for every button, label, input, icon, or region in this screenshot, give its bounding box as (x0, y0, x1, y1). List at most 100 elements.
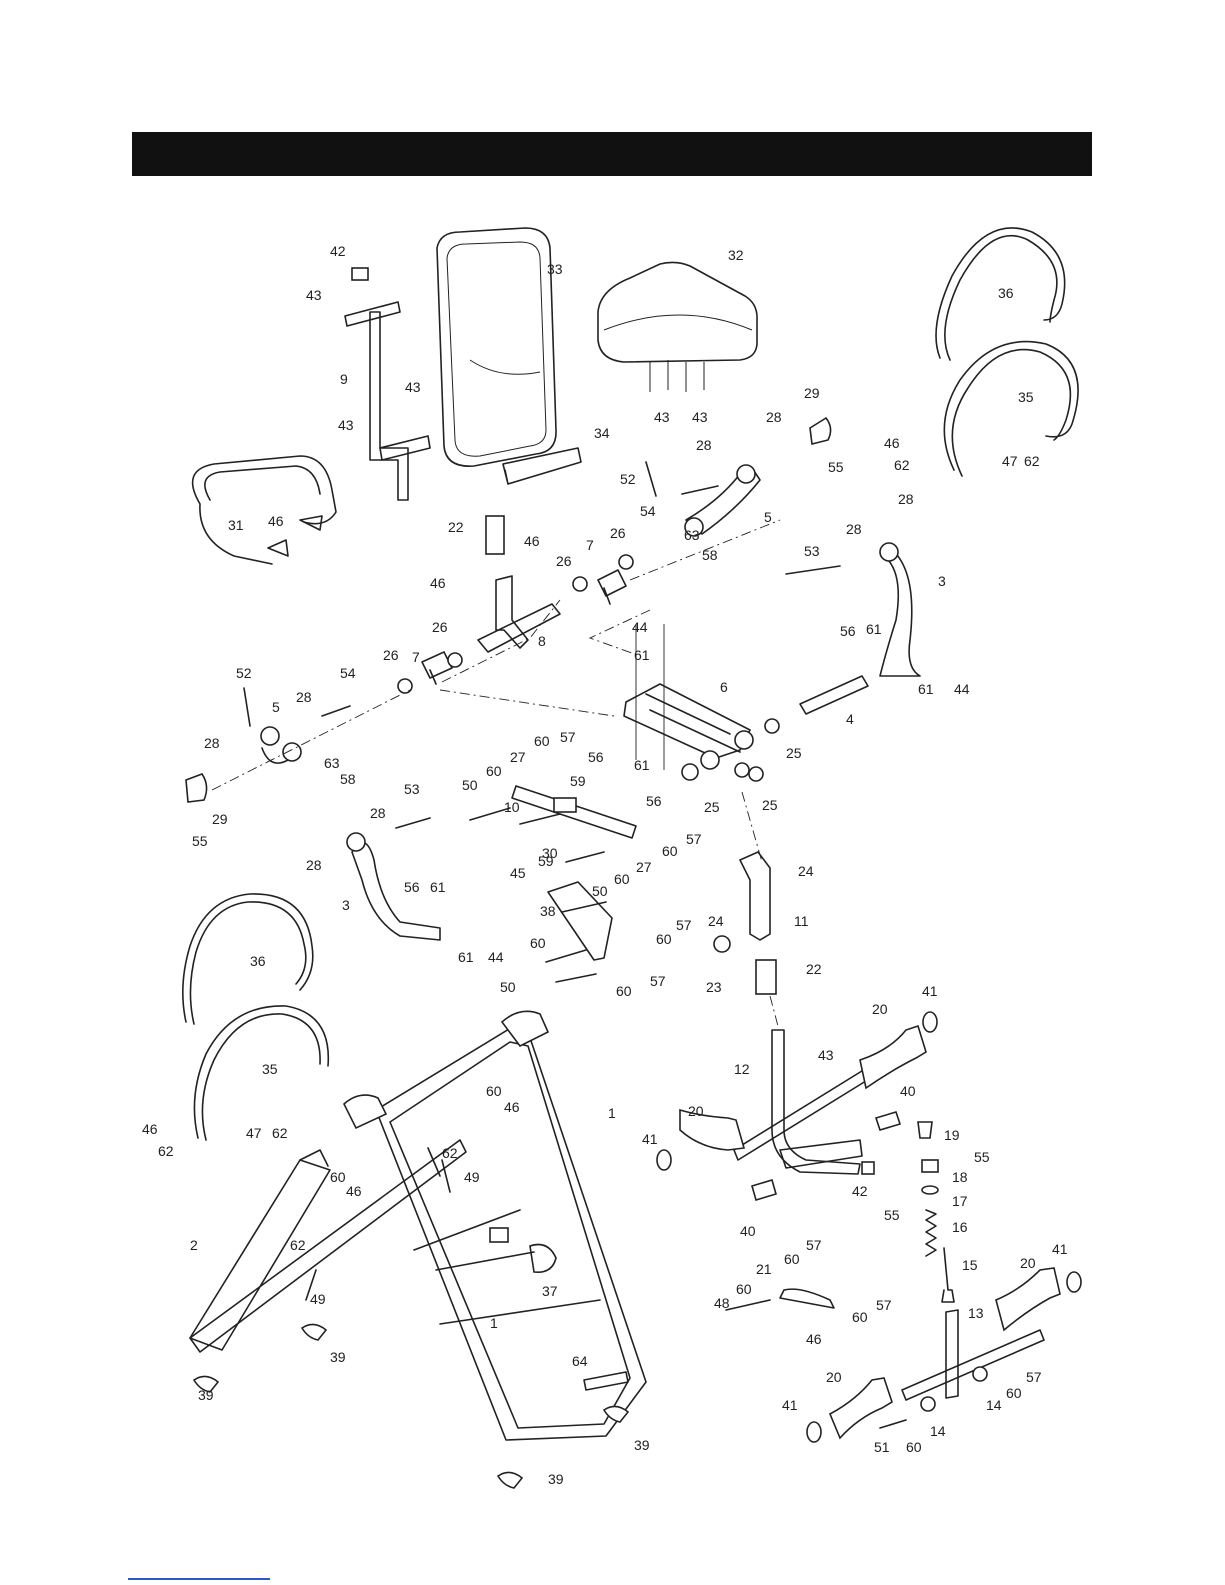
part-callout-3: 3 (938, 573, 946, 589)
part-callout-60: 60 (1006, 1385, 1022, 1401)
part-callout-46: 46 (504, 1099, 520, 1115)
part-callout-46: 46 (430, 575, 446, 591)
part-callout-43: 43 (306, 287, 322, 303)
part-callout-7: 7 (412, 649, 420, 665)
part-callout-57: 57 (1026, 1369, 1042, 1385)
footer-link-underline[interactable] (128, 1578, 270, 1580)
part-callout-39: 39 (198, 1387, 214, 1403)
part-callout-54: 54 (640, 503, 656, 519)
part-callout-28: 28 (898, 491, 914, 507)
part-callout-28: 28 (306, 857, 322, 873)
part-callout-2: 2 (190, 1237, 198, 1253)
part-callout-61: 61 (634, 647, 650, 663)
part-callout-56: 56 (404, 879, 420, 895)
part-callout-62: 62 (894, 457, 910, 473)
part-callout-28: 28 (696, 437, 712, 453)
part-callout-46: 46 (806, 1331, 822, 1347)
part-callout-24: 24 (708, 913, 724, 929)
part-callout-62: 62 (290, 1237, 306, 1253)
part-callout-43: 43 (338, 417, 354, 433)
part-callout-55: 55 (974, 1149, 990, 1165)
part-callout-1: 1 (608, 1105, 616, 1121)
part-callout-46: 46 (268, 513, 284, 529)
part-callout-39: 39 (634, 1437, 650, 1453)
part-callout-26: 26 (556, 553, 572, 569)
part-callout-1: 1 (490, 1315, 498, 1331)
part-callout-43: 43 (654, 409, 670, 425)
part-callout-40: 40 (900, 1083, 916, 1099)
part-callout-52: 52 (620, 471, 636, 487)
part-callout-39: 39 (330, 1349, 346, 1365)
part-callout-43: 43 (692, 409, 708, 425)
part-callout-36: 36 (998, 285, 1014, 301)
part-callout-57: 57 (650, 973, 666, 989)
part-callout-34: 34 (594, 425, 610, 441)
part-callout-57: 57 (876, 1297, 892, 1313)
part-callout-46: 46 (142, 1121, 158, 1137)
part-callout-25: 25 (762, 797, 778, 813)
part-callout-60: 60 (906, 1439, 922, 1455)
part-callout-17: 17 (952, 1193, 968, 1209)
part-callout-31: 31 (228, 517, 244, 533)
part-callout-60: 60 (486, 763, 502, 779)
part-callout-60: 60 (330, 1169, 346, 1185)
part-callout-61: 61 (458, 949, 474, 965)
part-callout-13: 13 (968, 1305, 984, 1321)
part-callout-46: 46 (346, 1183, 362, 1199)
part-callout-49: 49 (464, 1169, 480, 1185)
part-callout-42: 42 (330, 243, 346, 259)
part-callout-50: 50 (500, 979, 516, 995)
part-callout-36: 36 (250, 953, 266, 969)
part-callout-41: 41 (1052, 1241, 1068, 1257)
part-callout-54: 54 (340, 665, 356, 681)
part-callout-24: 24 (798, 863, 814, 879)
part-callout-41: 41 (922, 983, 938, 999)
part-callout-38: 38 (540, 903, 556, 919)
part-callout-7: 7 (586, 537, 594, 553)
part-callout-26: 26 (610, 525, 626, 541)
part-callout-57: 57 (806, 1237, 822, 1253)
part-callout-57: 57 (560, 729, 576, 745)
part-callout-55: 55 (884, 1207, 900, 1223)
part-callout-50: 50 (592, 883, 608, 899)
part-callout-22: 22 (448, 519, 464, 535)
part-callout-15: 15 (962, 1257, 978, 1273)
part-callout-63: 63 (324, 755, 340, 771)
part-callout-42: 42 (852, 1183, 868, 1199)
part-callout-10: 10 (504, 799, 520, 815)
part-callout-28: 28 (370, 805, 386, 821)
part-callout-48: 48 (714, 1295, 730, 1311)
part-callout-22: 22 (806, 961, 822, 977)
part-callout-20: 20 (688, 1103, 704, 1119)
part-callout-62: 62 (442, 1145, 458, 1161)
part-callout-3: 3 (342, 897, 350, 913)
part-callout-61: 61 (430, 879, 446, 895)
part-callout-60: 60 (530, 935, 546, 951)
part-callout-35: 35 (262, 1061, 278, 1077)
header-banner (132, 132, 1092, 176)
part-callout-28: 28 (766, 409, 782, 425)
part-callout-26: 26 (383, 647, 399, 663)
part-callout-61: 61 (918, 681, 934, 697)
part-callout-59: 59 (538, 853, 554, 869)
part-callout-40: 40 (740, 1223, 756, 1239)
part-callout-37: 37 (542, 1283, 558, 1299)
part-callout-21: 21 (756, 1261, 772, 1277)
part-callout-46: 46 (884, 435, 900, 451)
part-callout-58: 58 (702, 547, 718, 563)
part-callout-62: 62 (158, 1143, 174, 1159)
part-callout-32: 32 (728, 247, 744, 263)
part-callout-57: 57 (676, 917, 692, 933)
part-callout-61: 61 (634, 757, 650, 773)
part-callout-51: 51 (874, 1439, 890, 1455)
part-callout-28: 28 (296, 689, 312, 705)
part-callout-41: 41 (782, 1397, 798, 1413)
part-callout-60: 60 (656, 931, 672, 947)
part-axis-lines (211, 519, 781, 1027)
part-callout-61: 61 (866, 621, 882, 637)
part-callout-44: 44 (488, 949, 504, 965)
part-callout-57: 57 (686, 831, 702, 847)
part-callout-25: 25 (704, 799, 720, 815)
part-callout-55: 55 (192, 833, 208, 849)
